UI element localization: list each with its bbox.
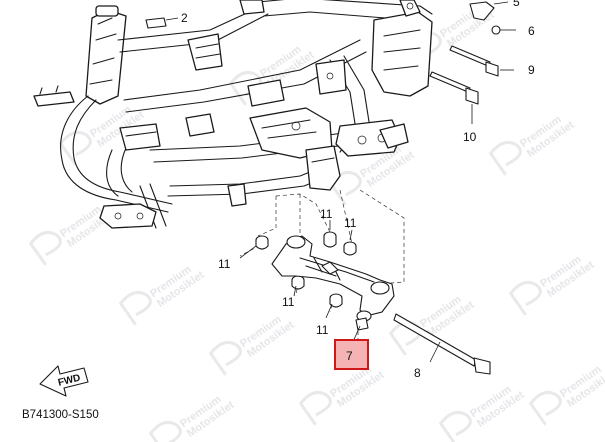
callout-11-e: 11 (316, 323, 329, 337)
part-9-bolt (449, 45, 514, 77)
callout-8: 8 (414, 366, 421, 380)
part-8-bolt (393, 313, 491, 375)
collar-e (329, 293, 343, 308)
part-6-nut (491, 25, 516, 35)
part-10-bolt (429, 71, 479, 124)
callout-11-a: 11 (320, 207, 333, 221)
collar-a (255, 235, 269, 250)
part-7-engine-bracket (271, 235, 395, 331)
collar-c (343, 241, 357, 256)
callout-7-highlight[interactable]: 7 (334, 339, 369, 370)
highlight-box[interactable] (334, 339, 369, 370)
part-11-collars (255, 231, 357, 308)
callout-10: 10 (463, 130, 477, 144)
fwd-arrow: FWD (39, 365, 89, 397)
callout-11-c: 11 (218, 257, 231, 271)
callout-5: 5 (513, 0, 520, 9)
callout-2: 2 (181, 11, 188, 25)
diagram-code: B741300-S150 (22, 409, 99, 421)
fwd-label: FWD (57, 373, 82, 389)
callout-6: 6 (528, 24, 535, 38)
part-2-bracket (145, 17, 179, 29)
callout-9: 9 (528, 63, 535, 77)
collar-b (323, 231, 337, 248)
collar-d (291, 275, 305, 290)
part-5-bracket (469, 1, 509, 21)
callout-11-b: 11 (344, 216, 357, 230)
callout-7: 7 (346, 349, 353, 363)
callout-11-d: 11 (282, 295, 295, 309)
motorcycle-frame (33, 0, 433, 229)
callouts: 2 5 6 9 10 11 11 11 11 11 8 7 (181, 0, 535, 380)
